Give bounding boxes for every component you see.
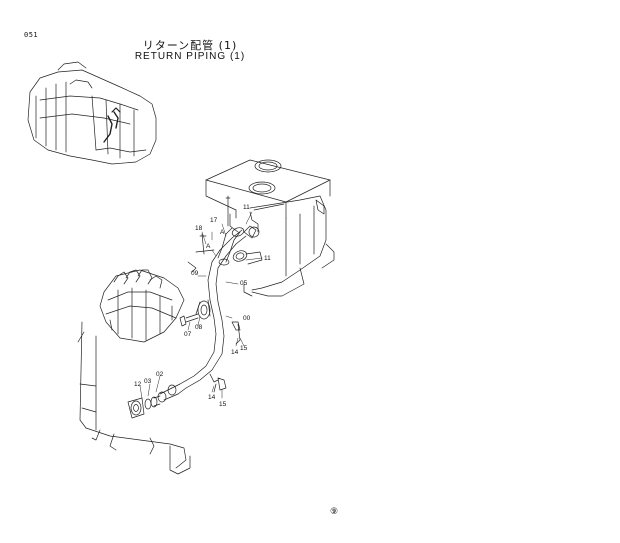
title-japanese: リターン配管 (1)	[142, 39, 238, 52]
callout-00: 00	[243, 315, 251, 322]
lower-fitting	[127, 395, 161, 419]
callout-17: 17	[210, 217, 218, 224]
hydraulic-tank	[205, 159, 335, 297]
callout-05: 05	[240, 280, 248, 287]
callout-09: 09	[191, 270, 199, 277]
callout-08: 08	[195, 324, 203, 331]
fasteners	[187, 195, 241, 393]
title-english: RETURN PIPING (1)	[134, 51, 246, 62]
callout-12: 12	[134, 381, 142, 388]
leader-lines	[139, 211, 263, 399]
callout-18: 18	[195, 225, 203, 232]
page-number: 051	[24, 31, 39, 39]
return-pipe	[157, 225, 260, 403]
callout-11-right: 11	[264, 255, 271, 262]
valve-flange	[179, 299, 211, 327]
callout-14-bottom: 14	[208, 394, 216, 401]
upper-hose	[217, 227, 263, 266]
callout-02: 02	[156, 371, 164, 378]
callout-14-right: 14	[231, 349, 239, 356]
callout-03: 03	[144, 378, 152, 385]
callout-a-1: A	[220, 229, 225, 236]
callout-15-right: 15	[240, 345, 248, 352]
machine-thumbnail	[27, 61, 157, 165]
page-footer-mark: ⑨	[330, 507, 339, 517]
callout-labels: 11 17 A 18 A 11 09 05 08 07 00 14 15 12 …	[134, 204, 271, 408]
callout-07: 07	[184, 331, 192, 338]
callout-a-2: A	[206, 243, 211, 250]
control-valve	[77, 269, 191, 475]
callout-11-top: 11	[243, 204, 250, 211]
callout-15-bottom: 15	[219, 401, 227, 408]
